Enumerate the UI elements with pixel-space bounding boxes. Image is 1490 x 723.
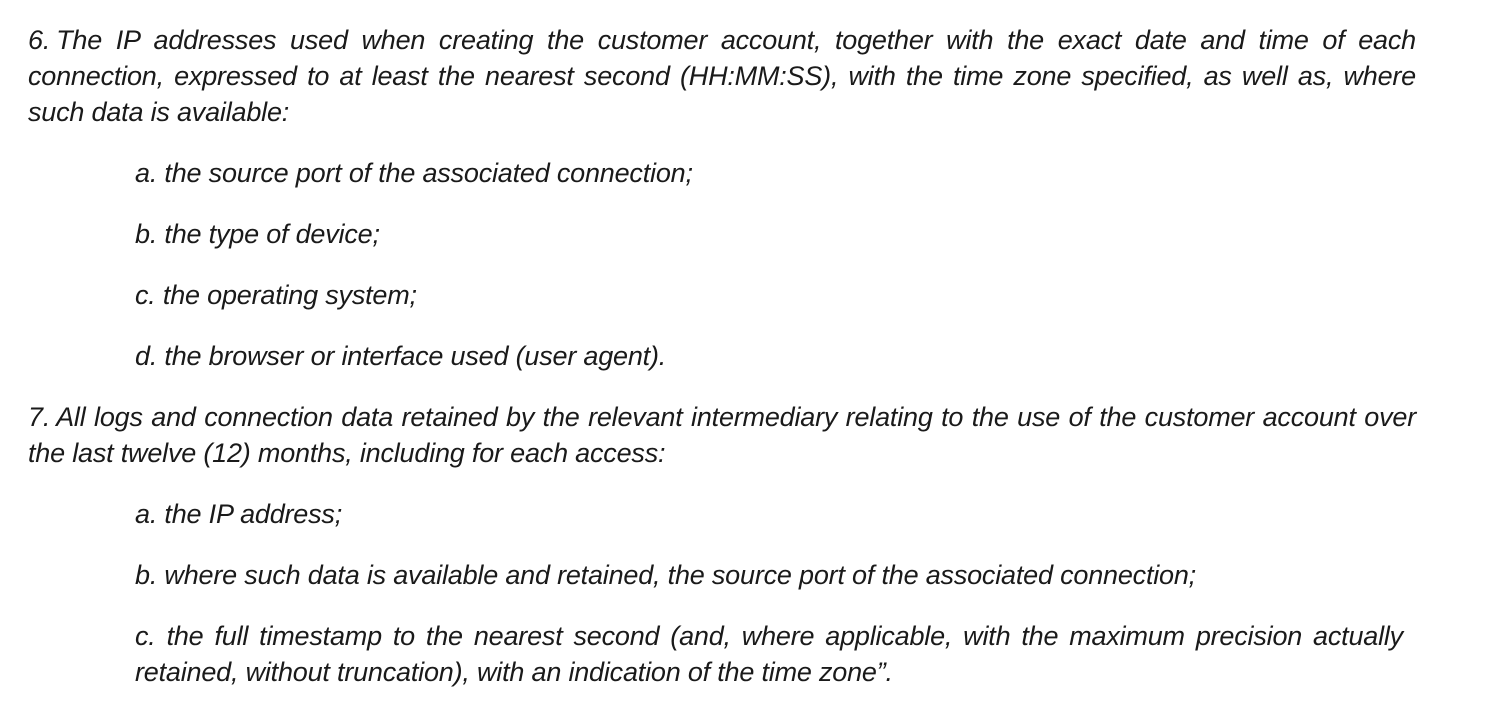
spacer [28,374,1416,399]
spacer [28,130,1416,155]
section-7-number: 7. [28,402,51,432]
section-7-item-b: b. where such data is available and reta… [135,560,1196,590]
section-6-text: The IP addresses used when creating the … [28,25,1416,127]
spacer [28,593,1416,618]
section-7-item-c: c. the full timestamp to the nearest sec… [135,621,1403,687]
section-7-text: All logs and connection data retained by… [28,402,1416,468]
section-6-paragraph: 6.The IP addresses used when creating th… [28,22,1416,130]
spacer [28,252,1416,277]
spacer [28,313,1416,338]
section-6-item-b: b. the type of device; [135,219,380,249]
spacer [28,532,1416,557]
section-7-paragraph: 7.All logs and connection data retained … [28,399,1416,471]
section-6-item-c: c. the operating system; [135,280,417,310]
document-page: 6.The IP addresses used when creating th… [28,22,1416,690]
section-6-item-d: d. the browser or interface used (user a… [135,341,667,371]
section-7-item-a: a. the IP address; [135,499,343,529]
section-6-item-a: a. the source port of the associated con… [135,158,693,188]
spacer [28,191,1416,216]
spacer [28,471,1416,496]
section-6-number: 6. [28,25,51,55]
